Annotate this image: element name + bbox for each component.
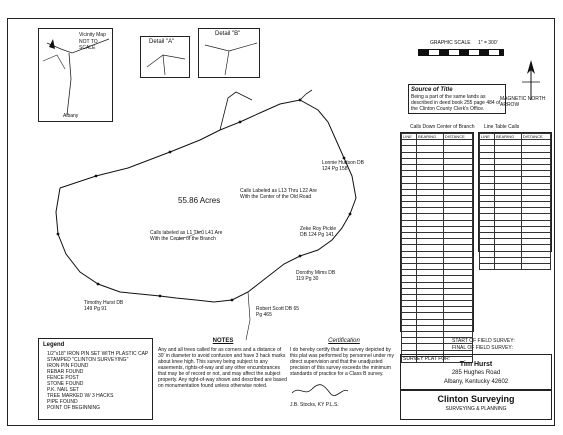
detail-b: Detail "B" — [198, 28, 260, 78]
certification-title: Certification — [328, 338, 360, 344]
title-block: START OF FIELD SURVEY: FINAL OF FIELD SU… — [400, 338, 552, 422]
notes-title: NOTES — [212, 338, 234, 344]
table-cell — [400, 355, 418, 363]
vicinity-scale-note: NOT TO SCALE — [79, 39, 98, 51]
signature-icon — [291, 384, 349, 396]
source-of-title: Source of Title Being a part of the same… — [408, 84, 506, 114]
table-cell — [478, 262, 496, 271]
vicinity-roads — [42, 38, 110, 116]
owner-label: Robert Scott DB 65 Pg 465 — [256, 306, 300, 318]
old-road-callout: Calls Labeled as L13 Thru L22 Are With t… — [240, 188, 317, 200]
certification-text: I do hereby certify that the survey depi… — [290, 347, 394, 377]
client-block: SURVEY PLAT FOR: Tim Hurst 285 Hughes Ro… — [400, 354, 552, 390]
branch-callout: Calls labeled as L1 Thru L41 Are With th… — [150, 230, 223, 242]
client-city: Albany, Kentucky 42602 — [443, 379, 509, 385]
company-subtitle: SURVEYING & PLANNING — [445, 406, 507, 412]
owner-label: Dorothy Mims DB 119 Pg 30 — [296, 270, 336, 282]
owner-label: Zeke Roy Pickle DB 124 Pg 141 — [300, 226, 337, 238]
detail-a: Detail "A" — [140, 36, 190, 78]
plat-sheet — [7, 18, 555, 426]
certification: Certification I do hereby certify that t… — [290, 338, 398, 420]
notes: NOTES Any and all trees called for as co… — [158, 338, 288, 420]
legend-item: FENCE POST — [47, 375, 79, 381]
final-survey-label: FINAL OF FIELD SURVEY: — [452, 345, 513, 351]
detail-a-drawing — [146, 54, 186, 76]
company-name: Clinton Surveying — [437, 394, 515, 404]
vicinity-map-title: Vicinity Map — [79, 32, 106, 38]
legend-item: STONE FOUND — [47, 381, 84, 387]
source-title: Source of Title — [411, 87, 453, 93]
right-table-title: Line Table Calls — [484, 124, 520, 130]
survey-for-label: SURVEY PLAT FOR: — [403, 356, 451, 362]
legend-item: REBAR FOUND — [47, 369, 84, 375]
legend-title: Legend — [43, 342, 65, 348]
graphic-scale-label: GRAPHIC SCALE — [430, 40, 471, 46]
detail-a-label: Detail "A" — [149, 39, 175, 45]
certification-signer: J.B. Stocks, KY P.L.S. — [290, 402, 339, 408]
legend-item: POINT OF BEGINNING — [47, 405, 100, 411]
legend-item: PIPE FOUND — [47, 399, 78, 405]
owner-label: Timothy Hurst DB 149 Pg 91 — [84, 300, 124, 312]
client-name: Tim Hurst — [459, 361, 493, 368]
owner-label: Lonnie Hudson DB 124 Pg 158 — [322, 160, 364, 172]
north-arrow-icon — [522, 60, 540, 100]
start-survey-label: START OF FIELD SURVEY: — [452, 338, 515, 344]
scale-bar — [418, 49, 504, 56]
legend-item: P.K. NAIL SET — [47, 387, 80, 393]
legend-item: 1/2"x18" IRON PIN SET WITH PLASTIC CAP S… — [47, 351, 149, 363]
company-block: Clinton Surveying SURVEYING & PLANNING — [400, 390, 552, 420]
legend-item: TREE MARKED W/ 3 HACKS — [47, 393, 114, 399]
graphic-scale-ratio: 1" = 300' — [478, 40, 498, 46]
client-address: 285 Hughes Road — [451, 370, 501, 376]
vicinity-map: Vicinity Map NOT TO SCALE Albany — [38, 28, 113, 122]
vicinity-town-label: Albany — [63, 113, 79, 119]
detail-b-label: Detail "B" — [215, 31, 241, 37]
table-row — [478, 262, 552, 271]
left-table-title: Calls Down Center of Branch — [410, 124, 475, 130]
source-text: Being a part of the same lands as descri… — [411, 94, 501, 112]
legend-item: IRON PIN FOUND — [47, 363, 89, 369]
notes-text: Any and all trees called for as corners … — [158, 347, 287, 389]
table-cell — [442, 355, 474, 363]
legend: Legend 1/2"x18" IRON PIN SET WITH PLASTI… — [38, 338, 153, 420]
graphic-scale: GRAPHIC SCALE 1" = 300' — [412, 40, 512, 62]
detail-b-drawing — [204, 42, 258, 76]
table-cell — [520, 262, 552, 271]
north-arrow-label: MAGNETIC NORTH ARROW — [500, 96, 546, 108]
table-cell — [494, 262, 522, 271]
table-row — [400, 355, 474, 363]
legend-items: 1/2"x18" IRON PIN SET WITH PLASTIC CAP S… — [47, 351, 151, 411]
acreage-label: 55.86 Acres — [178, 196, 221, 205]
